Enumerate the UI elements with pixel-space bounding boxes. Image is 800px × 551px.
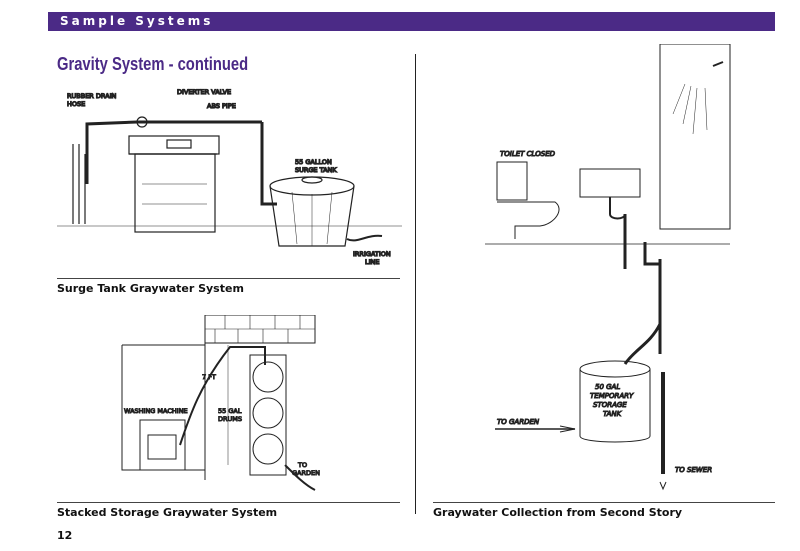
label-diverter-valve: DIVERTER VALVE [177, 88, 231, 96]
label-tank-4: TANK [603, 410, 623, 418]
surge-tank-illustration: RUBBER DRAIN HOSE DIVERTER VALVE ABS PIP… [57, 84, 402, 274]
label-to-garden: TO [297, 461, 307, 469]
caption-rule-second-story [433, 502, 775, 503]
label-irrigation-line-2: LINE [365, 258, 380, 266]
label-drums-2: DRUMS [218, 415, 242, 423]
label-irrigation-line: IRRIGATION [353, 250, 391, 258]
label-to-sewer: TO SEWER [675, 466, 712, 474]
label-tank-3: STORAGE [593, 401, 627, 409]
header-title: Sample Systems [60, 14, 214, 28]
label-rubber-drain-hose-2: HOSE [67, 100, 85, 108]
label-washing-machine: WASHING MACHINE [124, 407, 188, 415]
label-to-garden-upper: TO GARDEN [497, 418, 540, 426]
caption-second-story: Graywater Collection from Second Story [433, 506, 683, 519]
caption-rule-surge-tank [57, 278, 400, 279]
label-abs-pipe: ABS PIPE [207, 102, 236, 110]
caption-stacked-storage: Stacked Storage Graywater System [57, 506, 278, 519]
second-story-illustration: TOILET CLOSED 50 GAL TEMPORARY STORAGE T… [485, 44, 770, 496]
label-surge-tank-2: SURGE TANK [295, 166, 337, 174]
stacked-storage-illustration: 7 FT WASHING MACHINE 55 GAL DRUMS TO GAR… [110, 315, 335, 500]
column-divider [415, 54, 416, 514]
caption-rule-stacked-storage [57, 502, 400, 503]
label-drums: 55 GAL [218, 407, 242, 415]
label-tank: 50 GAL [595, 383, 620, 391]
label-rubber-drain-hose: RUBBER DRAIN [67, 92, 117, 100]
label-surge-tank: 55 GALLON [295, 158, 332, 166]
label-toilet-closed: TOILET CLOSED [500, 150, 556, 158]
page-number: 12 [57, 529, 73, 542]
label-tank-2: TEMPORARY [590, 392, 634, 400]
caption-surge-tank: Surge Tank Graywater System [57, 282, 244, 295]
label-height: 7 FT [202, 373, 216, 381]
header-bar: Sample Systems [48, 12, 775, 31]
section-title: Gravity System - continued [57, 54, 249, 74]
label-to-garden-2: GARDEN [292, 469, 320, 477]
